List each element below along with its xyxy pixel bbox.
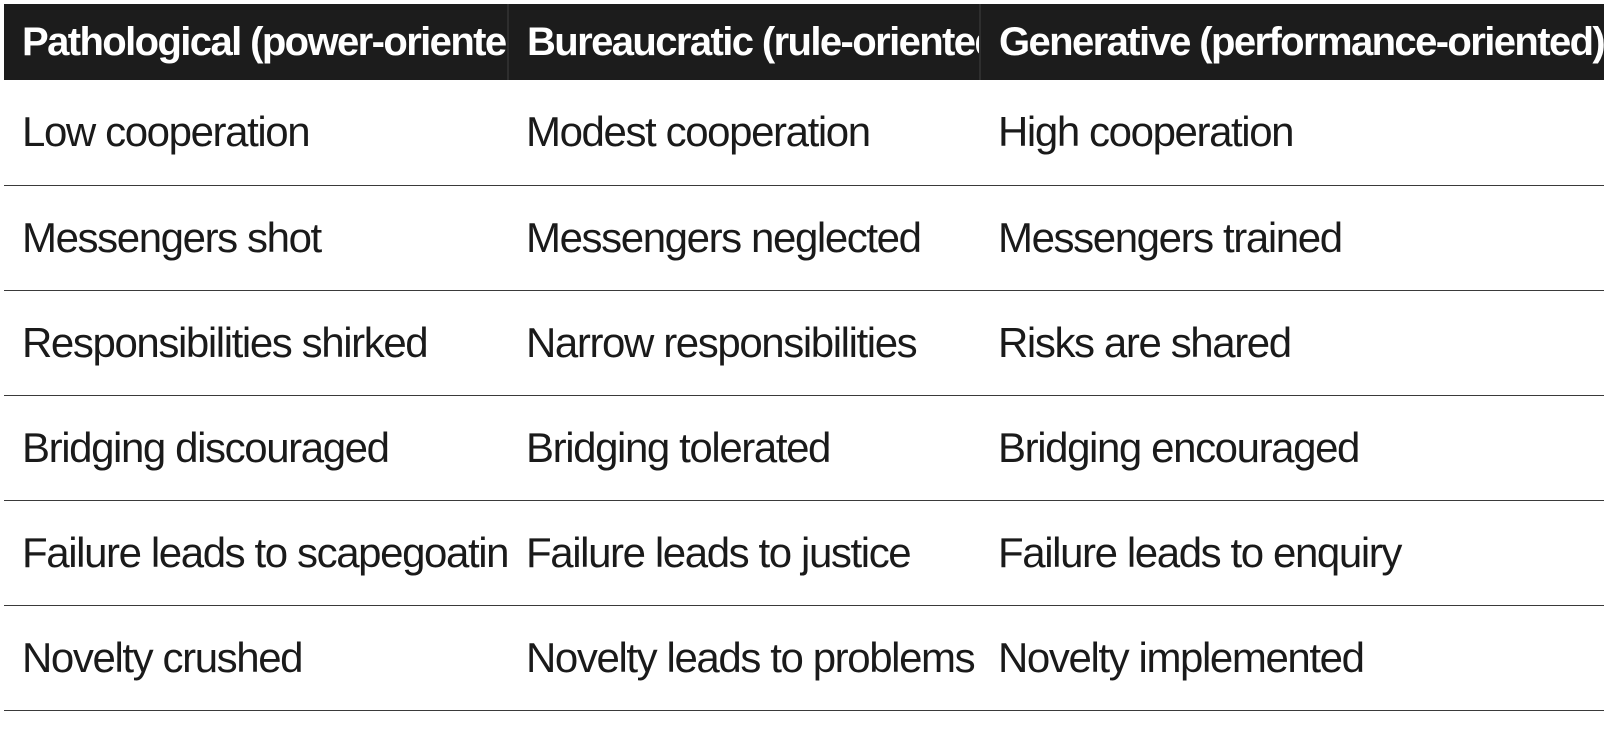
table-cell-pathological: Novelty crushed bbox=[4, 605, 508, 711]
table-cell-generative: High cooperation bbox=[980, 80, 1604, 186]
table-cell-generative: Bridging encouraged bbox=[980, 395, 1604, 501]
table-cell-bureaucratic: Modest cooperation bbox=[508, 80, 980, 186]
table-row-cooperation: Low cooperation Modest cooperation High … bbox=[4, 80, 1604, 186]
table-row-novelty: Novelty crushed Novelty leads to problem… bbox=[4, 605, 1604, 711]
table-cell-generative: Risks are shared bbox=[980, 290, 1604, 396]
table-cell-bureaucratic: Narrow responsibilities bbox=[508, 290, 980, 396]
table-row-bridging: Bridging discouraged Bridging tolerated … bbox=[4, 395, 1604, 501]
table-header: Pathological (power-oriented) Bureaucrat… bbox=[4, 4, 1604, 80]
table-row-failure: Failure leads to scapegoating Failure le… bbox=[4, 500, 1604, 606]
header-row: Pathological (power-oriented) Bureaucrat… bbox=[4, 4, 1604, 80]
table-cell-pathological: Failure leads to scapegoating bbox=[4, 500, 508, 606]
column-header-generative: Generative (performance-oriented) bbox=[980, 4, 1604, 80]
table-cell-generative: Messengers trained bbox=[980, 185, 1604, 291]
table-cell-pathological: Messengers shot bbox=[4, 185, 508, 291]
table-cell-bureaucratic: Bridging tolerated bbox=[508, 395, 980, 501]
table-cell-bureaucratic: Failure leads to justice bbox=[508, 500, 980, 606]
table-cell-pathological: Bridging discouraged bbox=[4, 395, 508, 501]
table-cell-pathological: Responsibilities shirked bbox=[4, 290, 508, 396]
culture-comparison-table-container: Pathological (power-oriented) Bureaucrat… bbox=[4, 4, 1604, 711]
table-cell-pathological: Low cooperation bbox=[4, 80, 508, 186]
table-cell-generative: Failure leads to enquiry bbox=[980, 500, 1604, 606]
table-cell-generative: Novelty implemented bbox=[980, 605, 1604, 711]
table-cell-bureaucratic: Messengers neglected bbox=[508, 185, 980, 291]
table-row-messengers: Messengers shot Messengers neglected Mes… bbox=[4, 185, 1604, 291]
column-header-pathological: Pathological (power-oriented) bbox=[4, 4, 509, 80]
table-body: Low cooperation Modest cooperation High … bbox=[4, 80, 1604, 711]
table-cell-bureaucratic: Novelty leads to problems bbox=[508, 605, 980, 711]
column-header-bureaucratic: Bureaucratic (rule-oriented) bbox=[508, 4, 981, 80]
table-row-responsibilities: Responsibilities shirked Narrow responsi… bbox=[4, 290, 1604, 396]
culture-comparison-table: Pathological (power-oriented) Bureaucrat… bbox=[4, 4, 1604, 711]
